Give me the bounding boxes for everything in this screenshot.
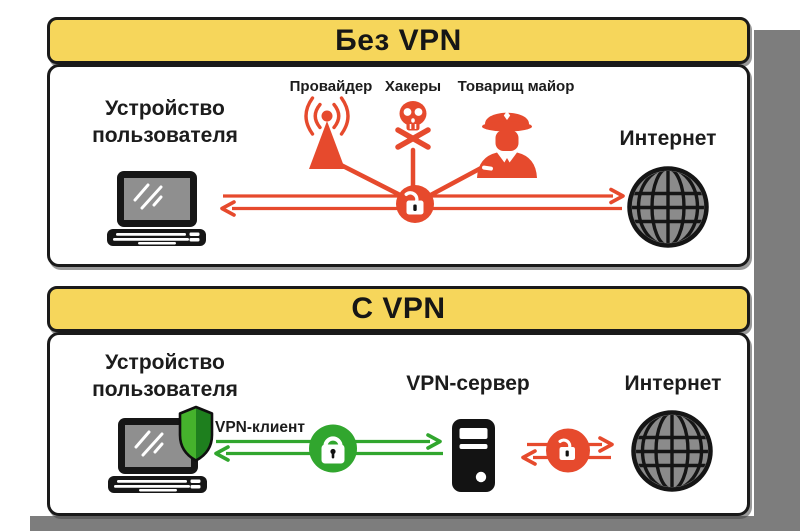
provider-label: Провайдер [289, 78, 373, 95]
hackers-label: Хакеры [384, 78, 442, 95]
panel-no-vpn-header: Без VPN [47, 17, 750, 64]
user-device-label-2: Устройство пользователя [92, 351, 238, 401]
vpn-client-label: VPN-клиент [215, 419, 305, 436]
panel-vpn-title: С VPN [351, 292, 446, 325]
panel-vpn-header: С VPN [47, 286, 750, 332]
backdrop-bottom [30, 516, 754, 531]
user-device-label: Устройство пользователя [92, 97, 238, 147]
internet-label: Интернет [619, 127, 717, 150]
comrade-major-label: Товарищ майор [457, 78, 575, 95]
backdrop-right [754, 30, 800, 531]
vpn-server-label: VPN-сервер [406, 372, 530, 395]
internet-label-2: Интернет [624, 372, 722, 395]
panel-no-vpn-title: Без VPN [335, 23, 462, 57]
